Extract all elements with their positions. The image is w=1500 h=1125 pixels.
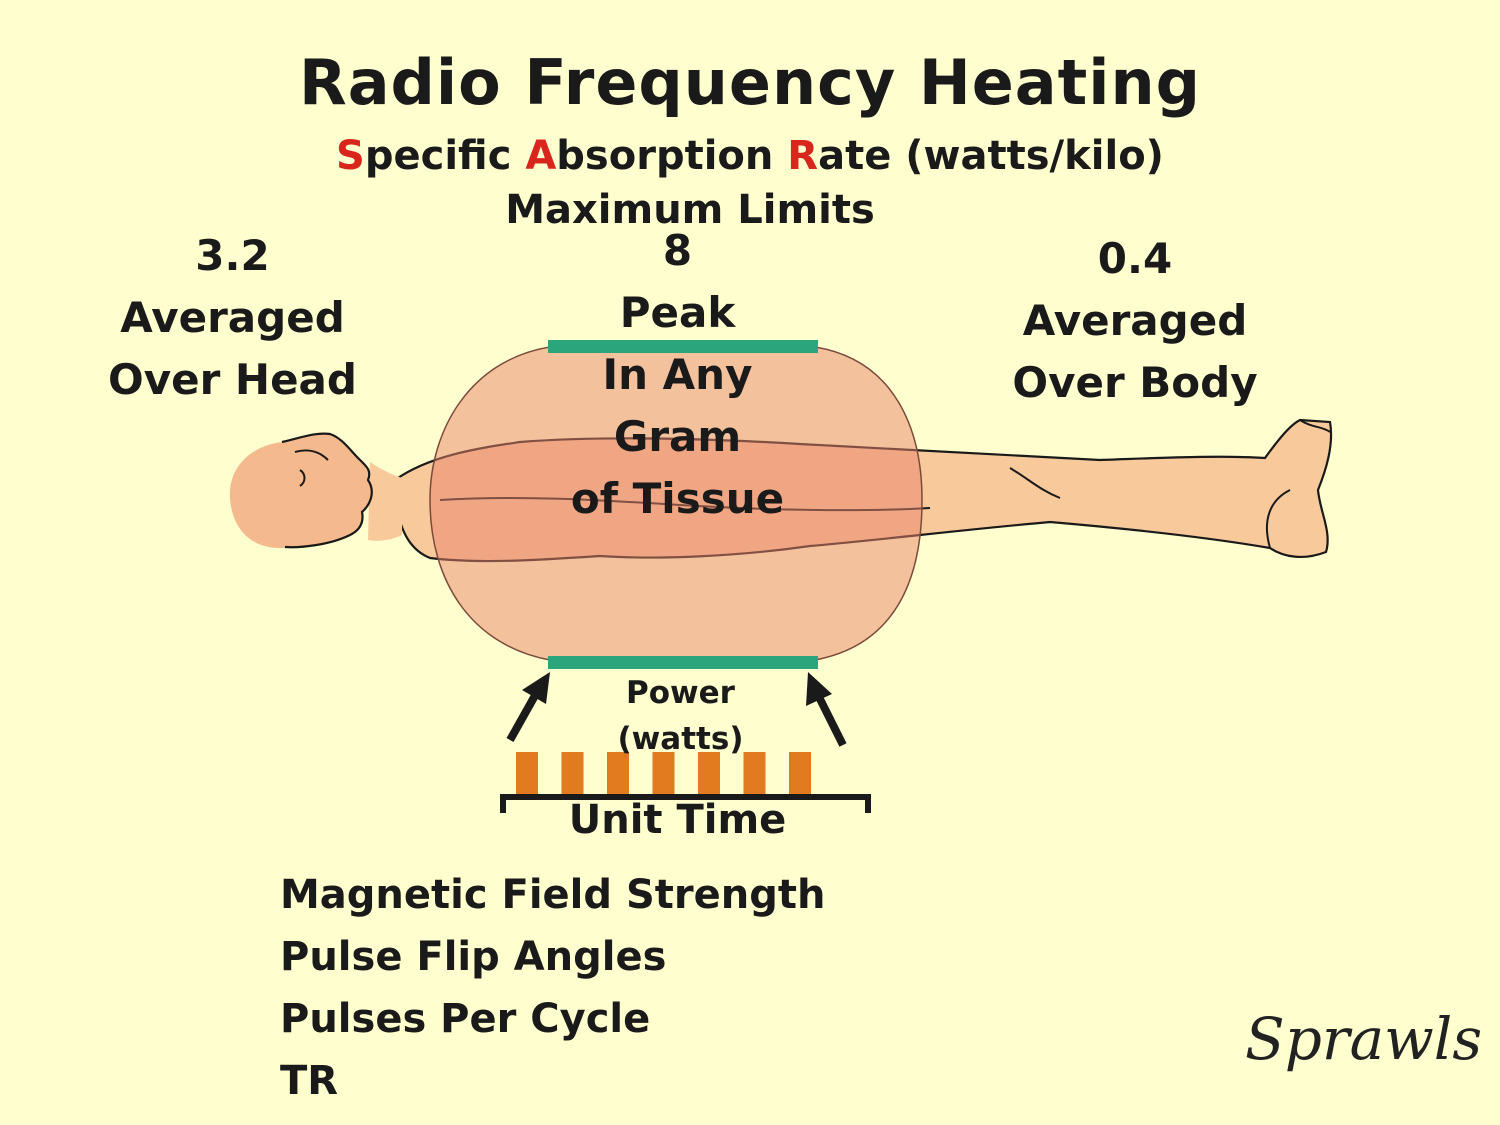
subtitle-part: A: [525, 133, 557, 179]
subtitle-part: pecific: [364, 133, 526, 179]
head-limit-line2: Over Head: [108, 355, 357, 404]
peak-limit-line1: Peak: [619, 288, 736, 337]
pulse-icon: [516, 752, 538, 794]
peak-limit-value: 8: [662, 226, 693, 275]
factors-list: Magnetic Field Strength Pulse Flip Angle…: [280, 864, 825, 1112]
power-label: Power (watts): [548, 670, 813, 762]
power-line1: Power: [626, 675, 735, 711]
plate-icon: [548, 656, 818, 669]
pulse-icon: [789, 752, 811, 794]
subtitle-part: R: [787, 133, 819, 179]
power-line2: (watts): [617, 721, 744, 757]
subtitle-part: ate (watts/kilo): [818, 133, 1164, 179]
peak-limit-line4: of Tissue: [570, 474, 785, 523]
factor-item: Magnetic Field Strength: [280, 872, 826, 918]
pulse-train: [516, 752, 811, 794]
pulse-icon: [607, 752, 629, 794]
peak-limit: 8 Peak In Any Gram of Tissue: [530, 220, 825, 530]
subtitle: Specific Absorption Rate (watts/kilo): [0, 136, 1500, 176]
arrow-icon: [806, 672, 847, 747]
pulse-icon: [652, 752, 675, 794]
max-limits-heading: Maximum Limits: [505, 187, 875, 233]
signature: Sprawls: [1245, 1005, 1483, 1073]
pulse-icon: [698, 752, 720, 794]
head-limit-line1: Averaged: [120, 293, 345, 342]
peak-limit-line2: In Any: [602, 350, 753, 399]
pulse-icon: [743, 752, 766, 794]
body-limit-value: 0.4: [1097, 234, 1173, 283]
unit-time-label: Unit Time: [568, 797, 787, 843]
unit-time-bracket: [500, 794, 871, 813]
pulse-icon: [561, 752, 584, 794]
head-limit-value: 3.2: [195, 231, 270, 280]
page-title: Radio Frequency Heating: [298, 46, 1202, 119]
factor-item: Pulse Flip Angles: [280, 934, 667, 980]
peak-limit-line3: Gram: [613, 412, 742, 461]
factor-item: TR: [280, 1058, 339, 1104]
body-limit-line1: Averaged: [1022, 296, 1248, 345]
arrow-icon: [506, 672, 550, 742]
subtitle-part: S: [336, 133, 365, 179]
body-limit: 0.4 Averaged Over Body: [975, 228, 1295, 414]
plate-icon: [548, 340, 818, 353]
head-limit: 3.2 Averaged Over Head: [60, 225, 405, 411]
subtitle-part: bsorption: [556, 133, 788, 179]
factor-item: Pulses Per Cycle: [280, 996, 651, 1042]
body-limit-line2: Over Body: [1012, 358, 1258, 407]
